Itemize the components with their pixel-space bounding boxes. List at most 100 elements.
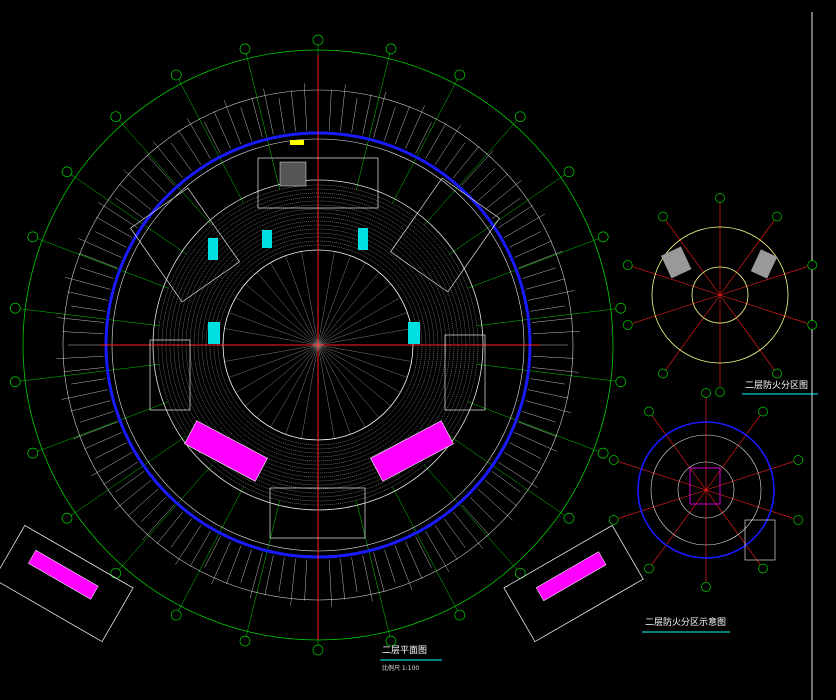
detail-br-mid bbox=[650, 434, 762, 546]
grid-radial-line bbox=[118, 464, 213, 570]
floor-ray bbox=[235, 344, 319, 393]
room-east bbox=[444, 334, 486, 411]
grid-radial-line bbox=[178, 79, 244, 204]
detail-axis-tag bbox=[758, 406, 768, 417]
facade-fin bbox=[71, 378, 106, 385]
annex-southeast bbox=[503, 524, 644, 643]
detail-axis-tag bbox=[658, 368, 668, 379]
grid-radial-line bbox=[178, 486, 244, 611]
facade-fin bbox=[530, 305, 565, 312]
detail-radial-line bbox=[651, 489, 707, 565]
facade-fin bbox=[170, 142, 192, 172]
grid-axis-tag bbox=[312, 644, 324, 656]
stair-cyan-2 bbox=[208, 322, 220, 344]
facade-fin bbox=[531, 317, 573, 323]
grid-radial-line bbox=[37, 401, 169, 452]
facade-fin bbox=[211, 541, 231, 585]
room-north bbox=[257, 157, 379, 209]
facade-fin bbox=[186, 117, 211, 159]
detail-radial-line bbox=[618, 489, 707, 519]
stair-cyan-1 bbox=[208, 238, 218, 260]
floor-ray bbox=[317, 344, 391, 407]
stair-cyan-4 bbox=[358, 228, 368, 250]
facade-fin bbox=[384, 107, 396, 141]
grid-axis-tag bbox=[61, 512, 73, 524]
detail-axis-tag bbox=[758, 563, 768, 574]
detail-radial-line bbox=[719, 266, 808, 296]
detail-tr-hatch-left bbox=[660, 246, 692, 279]
detail-radial-line bbox=[719, 294, 775, 370]
facade-fin bbox=[175, 525, 202, 565]
main-floor-plan bbox=[9, 34, 627, 656]
annex-southwest bbox=[0, 524, 134, 643]
facade-fin bbox=[469, 168, 495, 194]
detail-br-legend-box bbox=[744, 519, 776, 561]
facade-fin bbox=[351, 557, 358, 592]
facade-fin bbox=[498, 461, 538, 488]
facade-fin bbox=[84, 432, 122, 450]
facade-fin bbox=[528, 389, 569, 399]
grid-axis-tag bbox=[239, 635, 251, 647]
facade-fin bbox=[115, 471, 145, 493]
detail-radial-line bbox=[719, 220, 775, 296]
facade-fin bbox=[532, 356, 574, 359]
detail-top-right: 二层防火分区图 bbox=[622, 193, 818, 397]
annex-sw-magenta bbox=[28, 549, 99, 600]
detail-tr-axis-tags bbox=[622, 193, 818, 397]
floor-ray bbox=[228, 312, 319, 346]
grid-axis-tag bbox=[27, 447, 39, 459]
facade-fin bbox=[477, 488, 513, 521]
detail-axis-tag bbox=[608, 455, 619, 465]
detail-radial-line bbox=[665, 220, 721, 296]
facade-fin bbox=[522, 267, 556, 279]
grid-axis-tag bbox=[110, 111, 122, 123]
grid-axis-tag bbox=[61, 166, 73, 178]
facade-fin bbox=[249, 552, 263, 599]
facade-fin bbox=[453, 511, 484, 549]
facade-fin bbox=[518, 421, 558, 437]
floor-ray bbox=[317, 344, 335, 439]
facade-fin bbox=[62, 331, 104, 334]
perimeter-rooms bbox=[130, 140, 500, 539]
floor-ray bbox=[317, 344, 351, 435]
facade-fin bbox=[384, 549, 396, 583]
floor-ray bbox=[285, 255, 319, 346]
facade-fin bbox=[223, 100, 242, 145]
floor-ray bbox=[224, 328, 319, 346]
grid-axis-tag bbox=[385, 43, 397, 55]
facade-fin bbox=[373, 552, 385, 593]
facade-fin bbox=[80, 411, 114, 423]
facade-fin bbox=[95, 442, 127, 459]
facade-fin bbox=[491, 471, 521, 493]
facade-fin bbox=[530, 378, 565, 385]
facade-fin bbox=[477, 173, 509, 202]
facade-fin bbox=[514, 432, 558, 452]
facade-fin bbox=[103, 461, 138, 485]
grid-axis-tag bbox=[563, 512, 575, 524]
facade-fin bbox=[56, 356, 104, 359]
detail-tr-outer bbox=[651, 226, 789, 364]
facade-fin bbox=[304, 559, 307, 601]
facade-fin bbox=[80, 267, 114, 279]
facade-fin bbox=[189, 531, 211, 567]
facade-fin bbox=[78, 253, 118, 269]
detail-br-title: 二层防火分区示意图 bbox=[645, 616, 726, 628]
magenta-zone-se bbox=[370, 420, 454, 482]
facade-fin bbox=[263, 88, 274, 135]
facade-fin bbox=[213, 111, 231, 149]
detail-axis-tag bbox=[658, 211, 668, 222]
facade-fin bbox=[71, 305, 106, 312]
grid-radial-line bbox=[20, 364, 160, 382]
facade-fin bbox=[67, 291, 108, 301]
grid-radial-line bbox=[118, 120, 213, 226]
detail-axis-tag bbox=[772, 368, 782, 379]
grid-axis-tag bbox=[597, 447, 609, 459]
facade-fin bbox=[226, 545, 242, 585]
detail-radial-line bbox=[632, 294, 721, 324]
grid-radial-line bbox=[449, 435, 566, 516]
grid-axis-tag bbox=[110, 567, 122, 579]
floor-ray bbox=[317, 312, 408, 346]
facade-fin bbox=[504, 452, 540, 474]
facade-fin bbox=[528, 290, 575, 301]
grid-axis-tag bbox=[170, 69, 182, 81]
